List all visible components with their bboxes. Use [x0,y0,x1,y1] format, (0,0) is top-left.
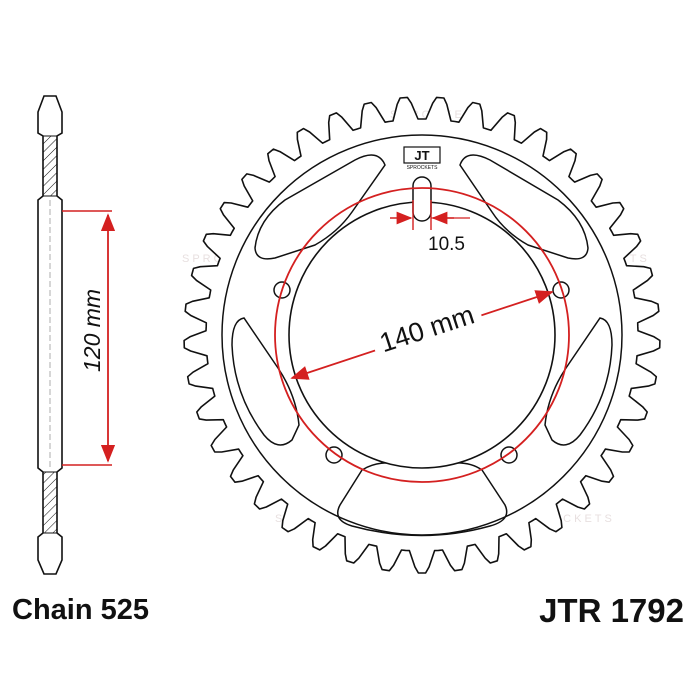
pcd-label-bg [366,289,486,363]
side-hatch-top [42,135,58,197]
cutout-right [544,317,613,446]
width-dimension: 120 mm [62,210,116,466]
brand-logo-subtext: SPROCKETS [407,165,439,171]
bolt-hole-right [552,281,570,299]
hole-dimension: 10.5 [390,200,470,255]
chain-size-label: Chain 525 [12,594,149,626]
bolt-hole-bottom-left [325,446,343,464]
brand-logo: JT SPROCKETS [403,146,441,171]
part-number-label: JTR 1792 [539,592,684,629]
side-profile [37,95,63,575]
cutout-top-right [459,154,589,260]
pcd-circle [274,187,570,483]
bolt-hole-slot [412,176,432,222]
brand-logo-frame [403,146,441,164]
width-dim-label: 120 mm [79,289,105,372]
side-hatch-bottom [42,471,58,534]
cutout-top-left [254,154,386,260]
hole-dim-label: 10.5 [428,234,465,255]
brand-logo-text: JT [414,148,429,163]
cutout-left [231,317,300,446]
